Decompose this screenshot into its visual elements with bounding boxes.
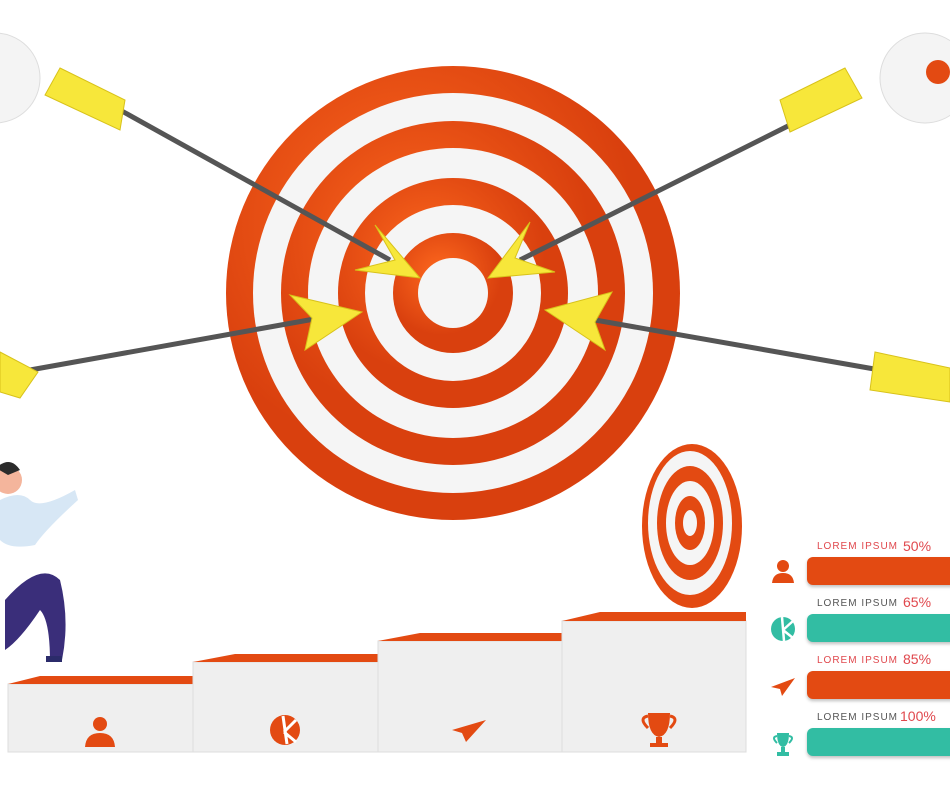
progress-label: LOREM IPSUM [817,655,899,666]
arrow-top-left [44,67,422,279]
arrow-bottom-right [543,291,950,403]
progress-bar [807,671,950,699]
big-target [226,66,680,520]
trophy-icon [773,733,793,756]
progress-label: LOREM IPSUM [817,712,899,723]
person-figure [0,462,78,662]
small-target [642,444,742,608]
progress-bar [807,557,950,585]
progress-bar [807,728,950,756]
corner-badge-right [879,32,950,124]
progress-label: LOREM IPSUM [817,541,899,552]
step-icon-pie-chart [270,715,300,745]
arrow-top-right [486,67,863,279]
progress-percent: 100% [900,708,936,724]
stairs [7,612,747,753]
progress-percent: 65% [903,594,932,610]
pie-chart-icon [771,616,795,642]
progress-percent: 50% [903,538,932,554]
arrow-bottom-left [0,294,364,399]
progress-bar [807,614,950,642]
corner-badge-left [0,32,41,124]
step-icon-trophy [641,713,677,747]
step-icon-paper-plane [452,720,486,742]
step-icon-person [85,717,115,747]
paper-plane-icon [771,678,795,696]
person-icon [772,560,794,583]
progress-percent: 85% [903,651,932,667]
progress-label: LOREM IPSUM [817,598,899,609]
